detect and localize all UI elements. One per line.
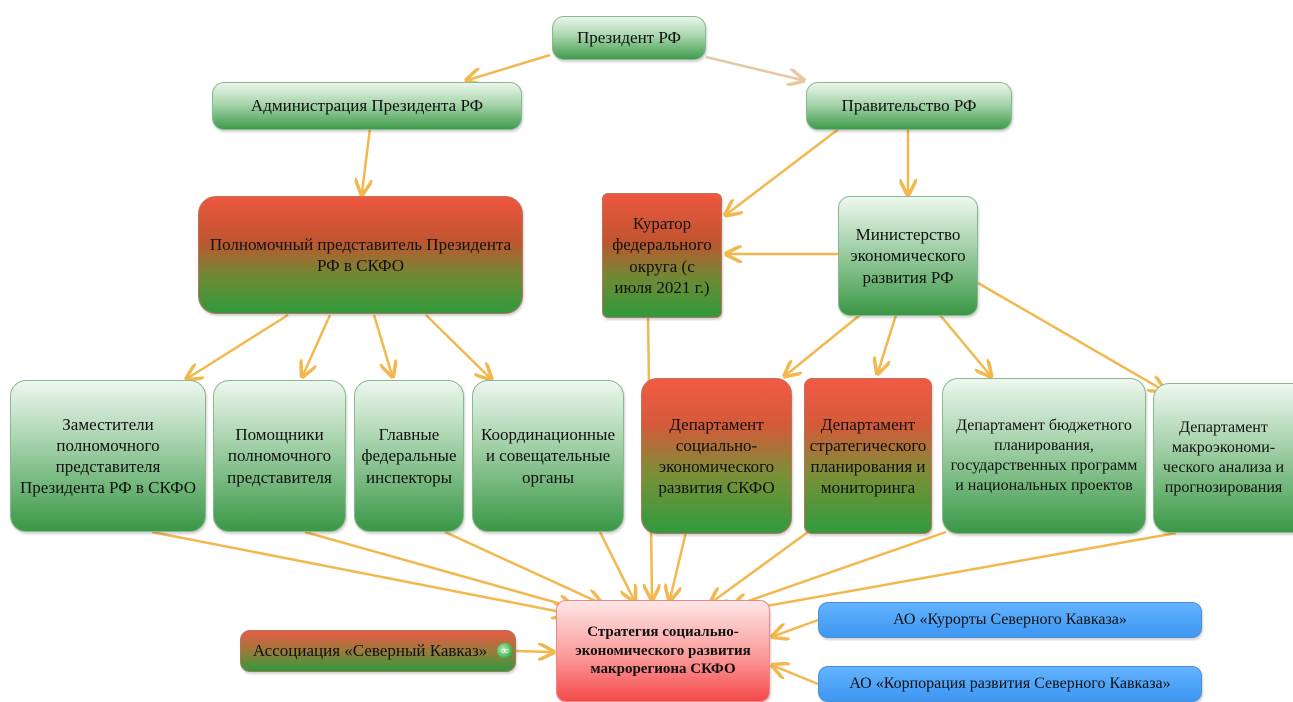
arrow-president-government (705, 55, 802, 80)
node-government: Правительство РФ (806, 82, 1012, 130)
node-association-label: Ассоциация «Северный Кавказ» (252, 641, 488, 661)
node-government-label: Правительство РФ (841, 96, 977, 116)
arrow-assistants-strategy (304, 530, 572, 607)
node-dept-budget-label: Департамент бюджетного планирования, гос… (950, 417, 1138, 494)
node-ministry-label: Министерство экономического развития РФ (850, 225, 966, 287)
arrow-deputies-strategy (151, 530, 566, 613)
node-dept-strategic: Департамент стратегического планирования… (804, 378, 932, 534)
arrow-corporation-strategy (774, 666, 819, 686)
node-ministry: Министерство экономического развития РФ (838, 196, 978, 316)
arrow-plen-assistants (303, 314, 332, 375)
arrow-plen-coordination (425, 314, 490, 378)
node-coordination-label: Координационные и совещательные органы (480, 425, 616, 487)
arrow-ministry-strategic (878, 314, 898, 372)
node-curator-label: Куратор федерального округа (с июля 2021… (612, 214, 712, 297)
node-dept-macro: Департамент макроэкономи-ческого анализа… (1153, 383, 1293, 533)
node-president-label: Президент РФ (577, 28, 681, 48)
node-inspectors-label: Главные федеральные инспекторы (361, 425, 457, 487)
arrow-ministry-social (786, 314, 861, 375)
node-dept-strategic-label: Департамент стратегического планирования… (809, 414, 927, 498)
arrow-plen-inspectors (372, 314, 392, 375)
node-plenipotentiary: Полномочный представитель Президента РФ … (198, 196, 523, 314)
arrow-budget-strategy (734, 530, 947, 606)
arrow-social-strategy (670, 531, 688, 599)
node-inspectors: Главные федеральные инспекторы (354, 380, 464, 532)
node-coordination: Координационные и совещательные органы (472, 380, 624, 532)
node-president: Президент РФ (552, 16, 706, 60)
arrow-coordination-strategy (598, 531, 634, 600)
arrow-strategic-strategy (712, 530, 809, 602)
node-dept-social: Департамент социально-экономического раз… (641, 378, 792, 534)
arrow-plen-deputies (188, 313, 289, 378)
arrow-ministry-budget (939, 314, 990, 375)
node-resorts-label: АО «Курорты Северного Кавказа» (893, 611, 1127, 628)
arrow-president-administration (468, 53, 551, 80)
node-corporation-label: АО «Корпорация развития Северного Кавказ… (849, 675, 1171, 692)
node-resorts: АО «Курорты Северного Кавказа» (818, 602, 1202, 638)
node-assistants-label: Помощники полномочного представителя (227, 425, 332, 487)
node-dept-budget: Департамент бюджетного планирования, гос… (942, 378, 1146, 534)
arrow-association-strategy (515, 651, 552, 652)
arrow-ministry-macro (977, 281, 1163, 390)
node-administration: Администрация Президента РФ (212, 82, 522, 130)
node-deputies-label: Заместители полномочного представителя П… (19, 414, 197, 498)
node-strategy-label: Стратегия социально-экономического разви… (575, 623, 751, 678)
node-plenipotentiary-label: Полномочный представитель Президента РФ … (209, 234, 512, 275)
arrow-administration-plenipotentiary (362, 127, 370, 193)
node-administration-label: Администрация Президента РФ (250, 96, 484, 116)
node-curator: Куратор федерального округа (с июля 2021… (602, 193, 722, 318)
node-association: Ассоциация «Северный Кавказ» ∞ (240, 630, 516, 672)
node-assistants: Помощники полномочного представителя (213, 380, 346, 532)
node-strategy: Стратегия социально-экономического разви… (556, 600, 770, 702)
node-corporation: АО «Корпорация развития Северного Кавказ… (818, 666, 1202, 702)
node-dept-social-label: Департамент социально-экономического раз… (658, 414, 775, 498)
arrow-resorts-strategy (774, 618, 819, 636)
node-deputies: Заместители полномочного представителя П… (10, 380, 206, 532)
arrow-inspectors-strategy (444, 530, 600, 603)
arrow-macro-strategy (744, 531, 1177, 610)
arrow-government-curator (727, 127, 841, 214)
link-icon: ∞ (497, 643, 513, 659)
node-dept-macro-label: Департамент макроэкономи-ческого анализа… (1162, 419, 1285, 496)
